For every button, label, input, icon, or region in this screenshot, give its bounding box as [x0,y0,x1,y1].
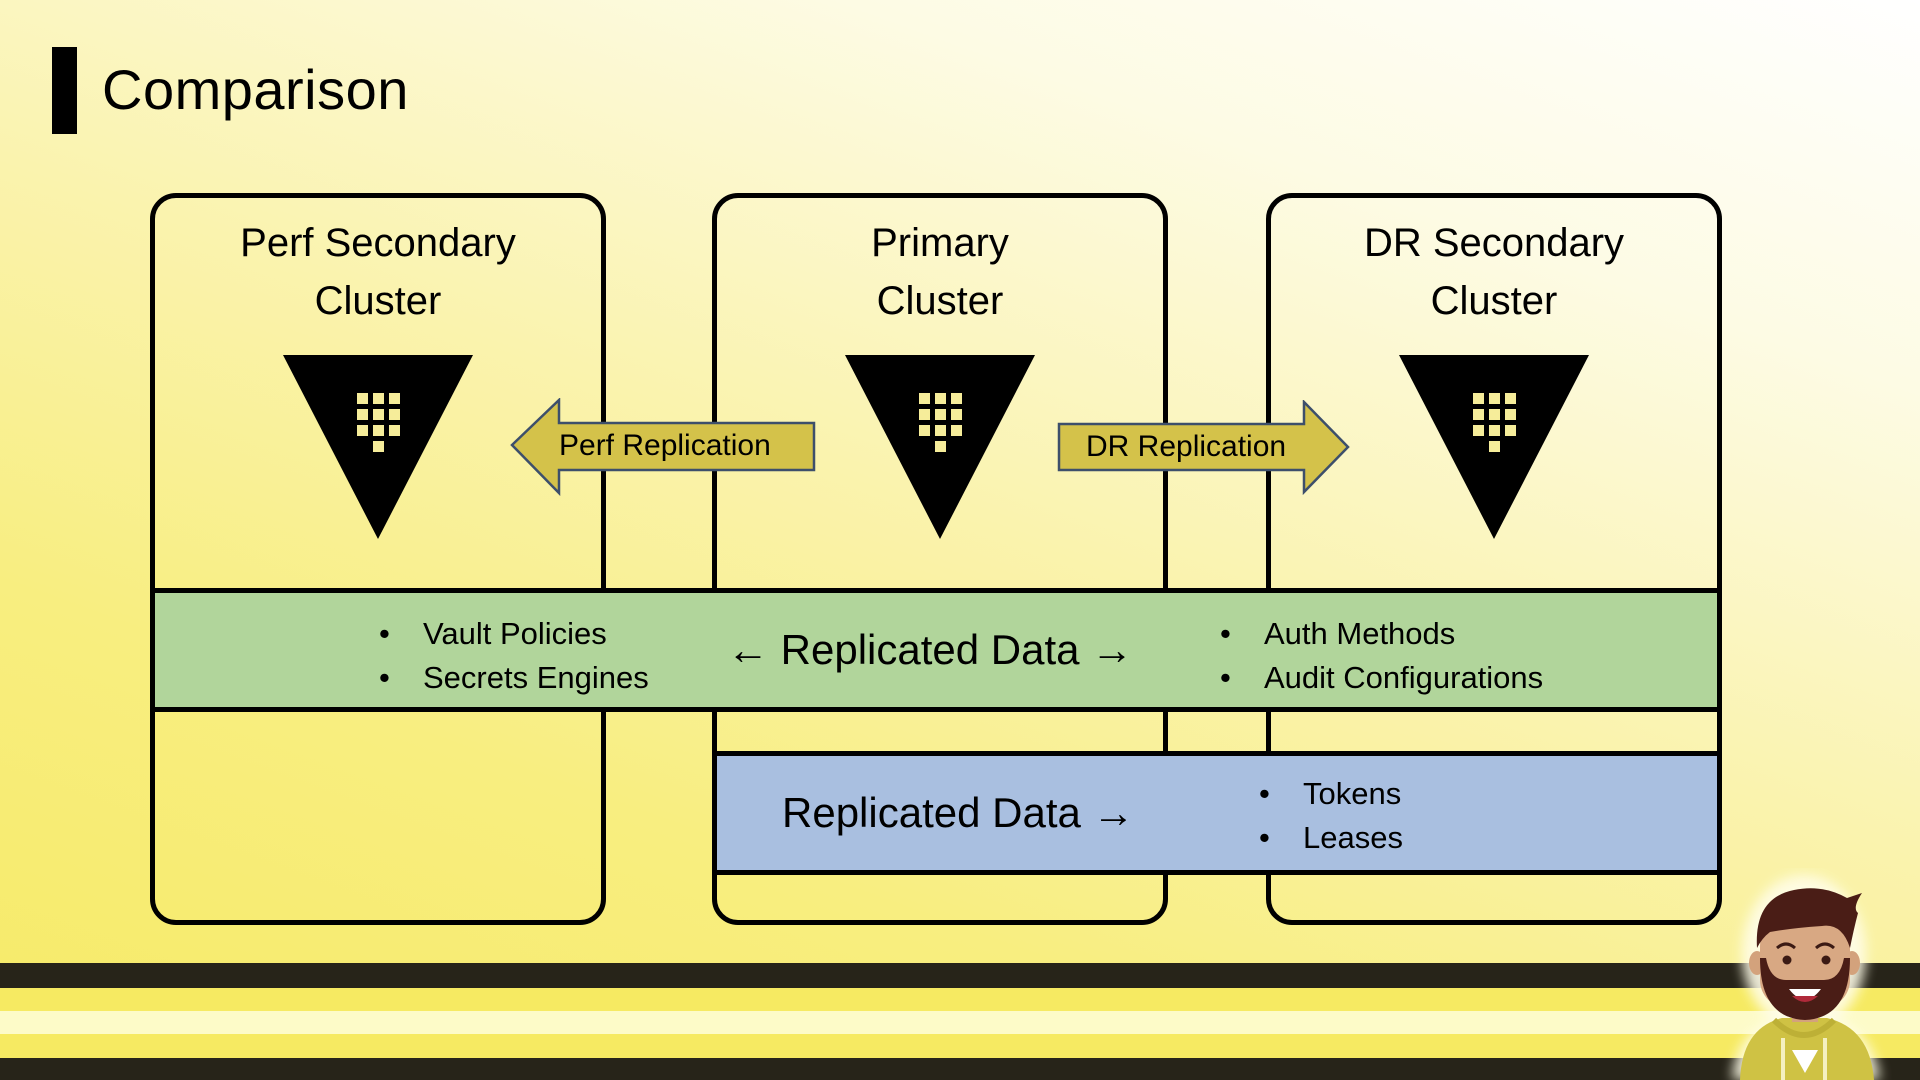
presenter-avatar [1732,875,1880,1080]
list-item: Auth Methods [1218,612,1543,656]
cluster-title-line2: Cluster [876,279,1004,323]
dr-replication-arrow-icon [1057,400,1350,496]
list-item: Audit Configurations [1218,656,1543,700]
dr-band-label: Replicated Data → [782,789,1135,836]
perf-replication-label: Perf Replication [559,429,771,462]
list-item: Leases [1257,816,1403,860]
shared-band-label: ← Replicated Data → [727,626,1134,673]
list-item: Vault Policies [377,612,649,656]
cluster-title: Perf Secondary Cluster [155,214,601,330]
vault-logo-icon [283,355,473,539]
title-accent-bar [52,47,77,134]
dr-secondary-cluster-box: DR Secondary Cluster [1266,193,1722,925]
cluster-title: Primary Cluster [717,214,1163,330]
footer-stripe-dark [0,963,1920,988]
vault-logo-icon [1399,355,1589,539]
footer-stripe-pale [0,1011,1920,1034]
cluster-title-line2: Cluster [1430,279,1558,323]
vault-logo-icon [845,355,1035,539]
dr-replicated-data-band: Replicated Data → Tokens Leases [712,751,1722,875]
dr-replication-label: DR Replication [1086,430,1287,463]
dr-data-list: Tokens Leases [1257,772,1403,860]
cluster-title-line1: Primary [871,221,1009,265]
primary-cluster-box: Primary Cluster [712,193,1168,925]
shared-replicated-data-band: Vault Policies Secrets Engines ← Replica… [150,588,1722,712]
footer-stripe-yellow [0,988,1920,1011]
cluster-title-line1: Perf Secondary [240,221,516,265]
shared-data-right-list: Auth Methods Audit Configurations [1218,612,1543,700]
shared-data-left-list: Vault Policies Secrets Engines [377,612,649,700]
cluster-title: DR Secondary Cluster [1271,214,1717,330]
footer-stripe-dark [0,1058,1920,1080]
list-item: Secrets Engines [377,656,649,700]
list-item: Tokens [1257,772,1403,816]
perf-secondary-cluster-box: Perf Secondary Cluster [150,193,606,925]
cluster-title-line2: Cluster [314,279,442,323]
cluster-title-line1: DR Secondary [1363,221,1625,265]
footer-stripe-yellow [0,1034,1920,1058]
perf-replication-arrow-icon [510,398,816,496]
slide-title: Comparison [102,58,409,121]
